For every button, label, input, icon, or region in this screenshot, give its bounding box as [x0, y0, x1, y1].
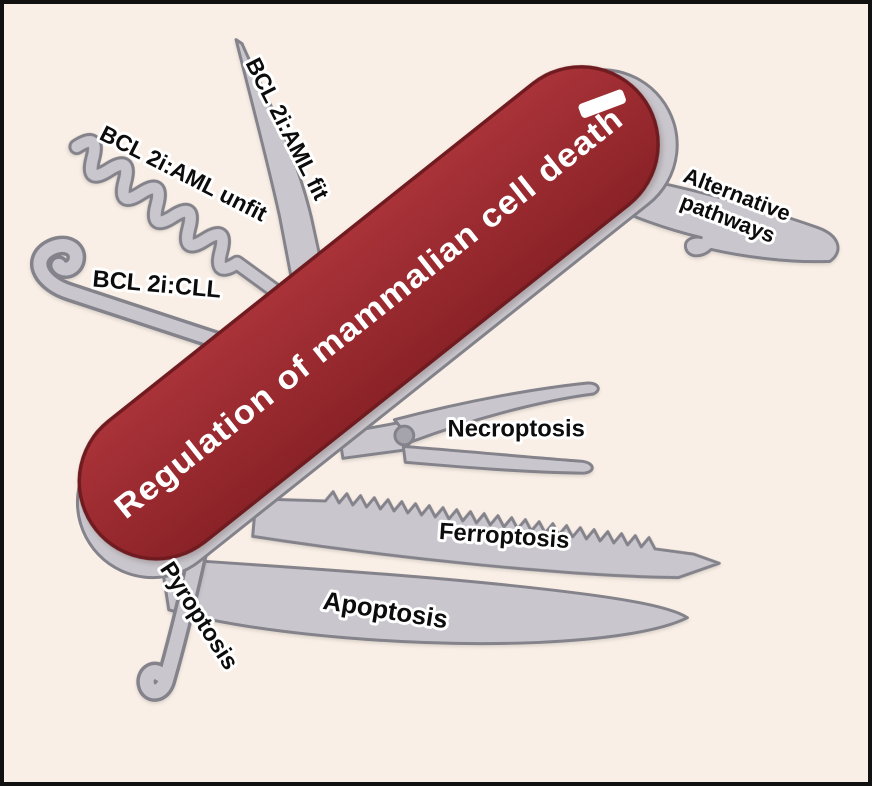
scissors-icon [337, 381, 600, 475]
label-necroptosis: Necroptosis [448, 416, 585, 443]
saw-blade [251, 490, 721, 580]
scissors-pivot [393, 424, 416, 447]
knife-body-scale [77, 65, 660, 561]
awl-hook-body [139, 537, 207, 699]
awl-hook-icon [136, 534, 210, 702]
hook-opener-icon [30, 235, 242, 356]
corkscrew-body [71, 135, 303, 313]
scissors-upper-blade [392, 381, 600, 443]
figure-background [4, 4, 868, 782]
large-blade-icon [159, 556, 689, 646]
knife-glint [578, 89, 626, 118]
scissors-lower-blade [401, 444, 594, 475]
corkscrew-icon [68, 132, 306, 316]
swiss-knife-figure: Regulation of mammalian cell death BCL 2… [4, 4, 868, 782]
saw-icon [251, 490, 721, 580]
hook-opener-body [33, 239, 239, 352]
